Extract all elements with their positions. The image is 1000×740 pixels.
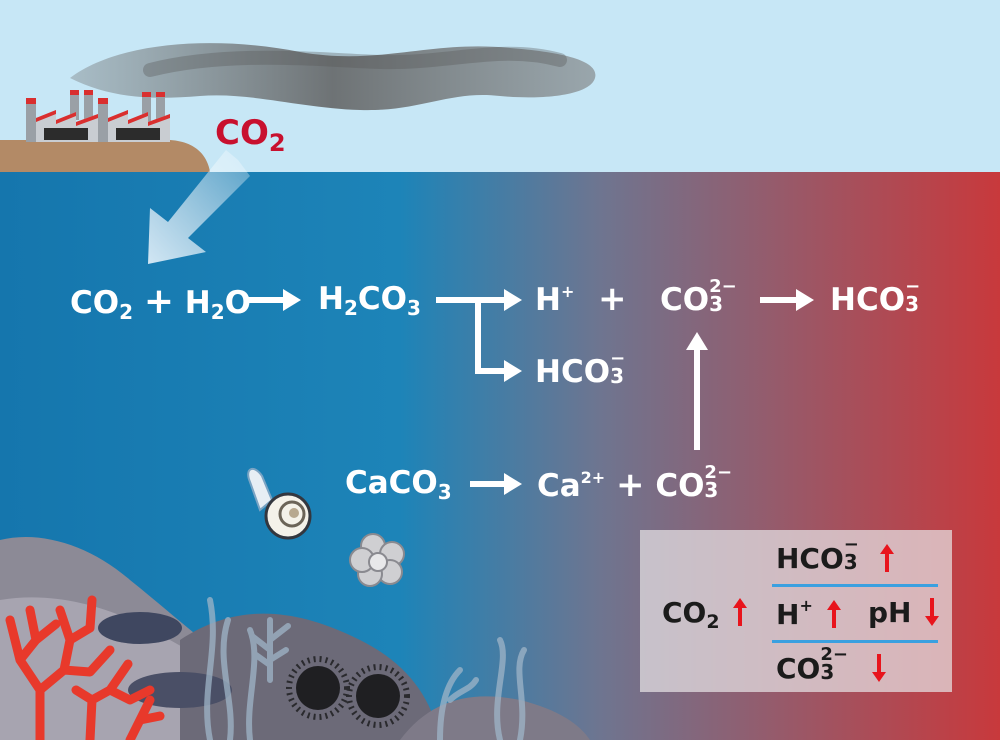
co2-absorption-arrow (148, 150, 250, 264)
legend-divider (772, 584, 938, 587)
decrease-arrow-icon (925, 598, 940, 626)
legend-h-ion: H+ (776, 598, 841, 629)
increase-arrow-icon (879, 544, 894, 572)
seagrass (204, 597, 527, 740)
eq-plus: + (598, 279, 627, 319)
decrease-arrow-icon (872, 654, 887, 682)
eq-co2-h2o: CO2 + H2O (70, 281, 252, 324)
sea-urchin-icon (286, 656, 410, 728)
factory-icon (26, 90, 170, 142)
shore (0, 140, 210, 172)
smoke-cloud (70, 43, 596, 111)
eq-h2co3: H2CO3 (318, 281, 421, 320)
legend-bicarbonate: HCO−3 (776, 536, 894, 573)
increase-arrow-icon (826, 600, 841, 628)
snail-shell-icon (247, 467, 312, 540)
legend-divider (772, 640, 938, 643)
foraminifera-icon (349, 533, 405, 587)
legend-ph: pH (868, 598, 940, 627)
eq-calcium-carbonate: CaCO3 (345, 465, 452, 504)
coral-icon (5, 595, 165, 740)
eq-bicarbonate-ion: HCO−3 (830, 276, 921, 318)
increase-arrow-icon (733, 598, 748, 626)
eq-h-ion: H+ (535, 282, 575, 318)
eq-branch-bicarbonate-ion: HCO−3 (535, 348, 626, 390)
emission-co2-label: CO2 (215, 113, 286, 157)
legend-co2: CO2 (662, 598, 748, 632)
reaction-arrows (248, 289, 814, 495)
